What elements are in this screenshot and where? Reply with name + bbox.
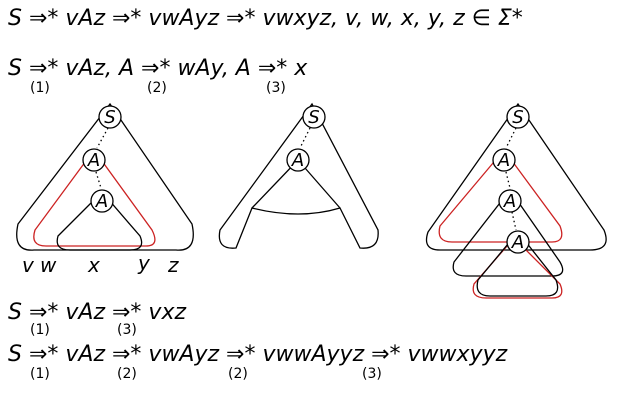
leaf-label-v: v xyxy=(22,253,35,277)
node-label: A xyxy=(291,150,304,171)
step-label: (3) xyxy=(117,322,137,338)
node-s xyxy=(98,105,122,129)
node-a xyxy=(286,148,310,172)
tree-2 xyxy=(218,102,379,249)
step-label: (2) xyxy=(147,80,167,96)
node-s xyxy=(302,105,326,129)
tree-3 xyxy=(425,102,607,299)
dotted-connector xyxy=(511,211,517,231)
dotted-connector xyxy=(96,127,109,149)
node-label: A xyxy=(503,191,516,212)
node-a xyxy=(82,148,106,172)
leaf-label-x: x xyxy=(87,253,100,277)
step-label: (3) xyxy=(266,80,286,96)
inner-triangle xyxy=(56,191,143,251)
node-label: S xyxy=(512,107,523,128)
dotted-connector xyxy=(95,171,102,189)
derivation-line-3: S ⇒* vAz ⇒* vxz xyxy=(8,300,187,325)
node-label: S xyxy=(308,107,319,128)
step-label: (2) xyxy=(117,366,137,382)
node-a xyxy=(506,230,530,254)
dotted-connector xyxy=(505,171,511,189)
node-label: A xyxy=(497,150,510,171)
step-label: (3) xyxy=(362,366,382,382)
tree-1 xyxy=(16,102,194,251)
step-label: (1) xyxy=(30,322,50,338)
derivation-line-2: S ⇒* vAz, A ⇒* wAy, A ⇒* x xyxy=(8,56,308,81)
step-label: (2) xyxy=(228,366,248,382)
middle-triangle xyxy=(33,148,156,247)
derivation-line-1: S ⇒* vAz ⇒* vwAyz ⇒* vwxyz, v, w, x, y, … xyxy=(8,6,523,31)
outer-shape xyxy=(218,102,379,249)
step-label: (1) xyxy=(30,80,50,96)
node-s xyxy=(506,105,530,129)
leaf-label-w: w xyxy=(40,253,57,277)
leaf-label-z: z xyxy=(167,253,179,277)
fourth-triangle xyxy=(472,237,563,299)
node-a xyxy=(90,189,114,213)
inner-triangle xyxy=(476,230,559,297)
node-label: A xyxy=(95,191,108,212)
second-triangle xyxy=(438,148,563,243)
dotted-connector xyxy=(505,127,517,149)
leaf-label-y: y xyxy=(137,251,151,275)
node-label: A xyxy=(87,150,100,171)
node-label: S xyxy=(104,107,115,128)
node-a xyxy=(492,148,516,172)
dotted-connector xyxy=(299,127,311,149)
step-label: (1) xyxy=(30,366,50,382)
third-triangle xyxy=(452,188,564,277)
node-label: A xyxy=(511,232,524,253)
node-a xyxy=(498,189,522,213)
derivation-line-4: S ⇒* vAz ⇒* vwAyz ⇒* vwwAyyz ⇒* vwwxyyz xyxy=(8,342,508,367)
